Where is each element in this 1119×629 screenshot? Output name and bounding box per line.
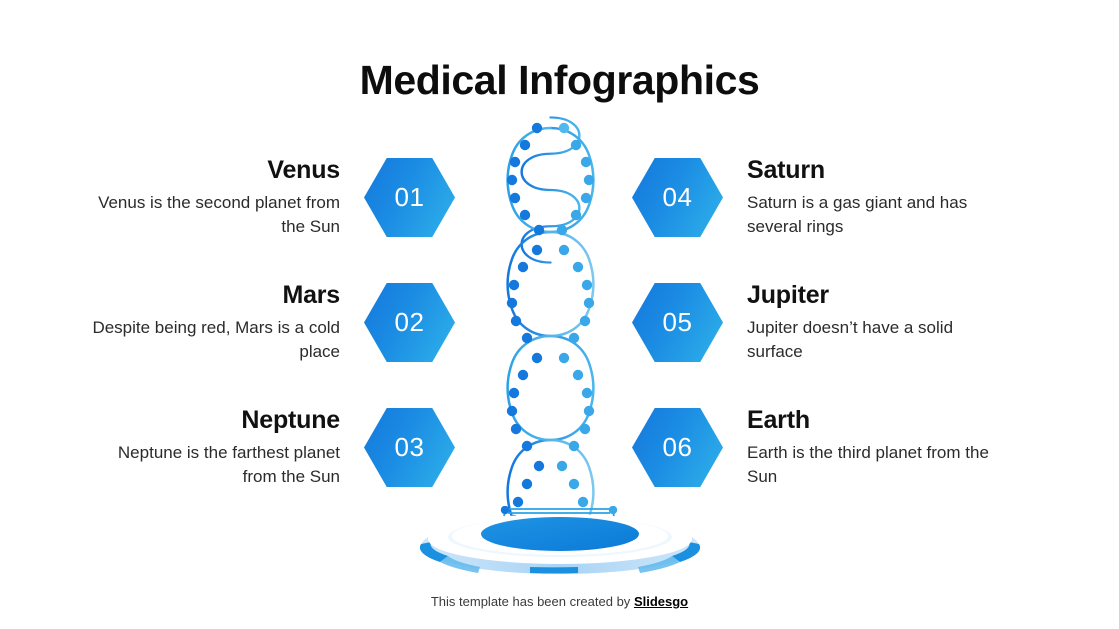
hexagon-shape [632, 158, 723, 237]
slidesgo-link[interactable]: Slidesgo [633, 594, 689, 609]
hexagon-shape [632, 283, 723, 362]
hexagon-badge-03[interactable]: 03 [364, 408, 455, 487]
entry-heading: Earth [747, 405, 810, 434]
circular-platform-graphic [418, 506, 702, 578]
entry-description: Saturn is a gas giant and has several ri… [747, 193, 968, 237]
entry-heading: Neptune [241, 405, 340, 434]
page-title: Medical Infographics [359, 57, 760, 103]
list-item-saturn[interactable]: Saturn Saturn is a gas giant and has sev… [632, 135, 1032, 260]
hexagon-badge-01[interactable]: 01 [364, 158, 455, 237]
entry-heading: Saturn [747, 155, 825, 184]
hexagon-number: 04 [662, 182, 693, 212]
hexagon-number: 02 [394, 307, 425, 337]
hexagon-badge-06[interactable]: 06 [632, 408, 723, 487]
hexagon-badge-05[interactable]: 05 [632, 283, 723, 362]
entry-heading: Jupiter [747, 280, 829, 309]
entry-description: Venus is the second planet from the Sun [98, 193, 340, 237]
hexagon-shape [632, 408, 723, 487]
dna-double-helix-graphic [463, 110, 638, 535]
hexagon-number: 05 [662, 307, 693, 337]
list-item-venus[interactable]: Venus Venus is the second planet from th… [55, 135, 455, 260]
entry-description: Neptune is the farthest planet from the … [117, 443, 340, 487]
left-column: Venus Venus is the second planet from th… [55, 135, 455, 510]
entry-description: Despite being red, Mars is a cold place [92, 318, 340, 362]
entry-description: Jupiter doesn’t have a solid surface [747, 318, 954, 362]
list-item-neptune[interactable]: Neptune Neptune is the farthest planet f… [55, 385, 455, 510]
list-item-jupiter[interactable]: Jupiter Jupiter doesn’t have a solid sur… [632, 260, 1032, 385]
hexagon-number: 01 [394, 182, 425, 212]
right-column: Saturn Saturn is a gas giant and has sev… [632, 135, 1032, 510]
hexagon-number: 03 [394, 432, 425, 462]
hexagon-badge-04[interactable]: 04 [632, 158, 723, 237]
entry-heading: Venus [267, 155, 340, 184]
footer-text: This template has been created by [430, 594, 631, 609]
list-item-mars[interactable]: Mars Despite being red, Mars is a cold p… [55, 260, 455, 385]
entry-heading: Mars [282, 280, 340, 309]
list-item-earth[interactable]: Earth Earth is the third planet from the… [632, 385, 1032, 510]
entry-description: Earth is the third planet from the Sun [747, 443, 989, 487]
footer-credit: This template has been created by Slides… [0, 594, 1119, 609]
hexagon-number: 06 [662, 432, 693, 462]
hexagon-badge-02[interactable]: 02 [364, 283, 455, 362]
